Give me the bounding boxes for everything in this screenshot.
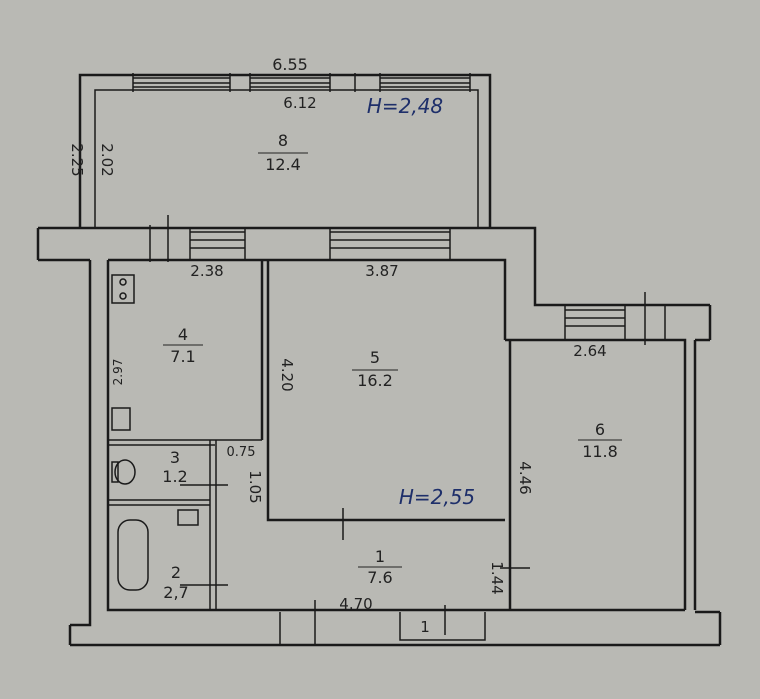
room-5-label: 5 16.2 <box>352 348 398 390</box>
bathtub-icon <box>117 519 149 591</box>
balcony-inner-width: 6.12 <box>283 94 316 112</box>
room-area: 7.6 <box>367 568 392 587</box>
toilet-width: 0.75 <box>227 445 256 460</box>
room6-depth: 4.46 <box>516 461 534 494</box>
room-4-label: 4 7.1 <box>163 325 203 366</box>
balcony-outer-depth: 2.25 <box>68 143 86 176</box>
room-number: 2 <box>171 563 181 582</box>
room5-width: 3.87 <box>365 262 398 280</box>
sink-icon <box>111 274 135 304</box>
washbasin-icon <box>177 509 199 526</box>
outer-walls <box>36 215 722 647</box>
room5-depth: 4.20 <box>278 358 296 391</box>
room-number: 1 <box>375 547 385 566</box>
interior-walls <box>108 260 530 645</box>
room-number: 6 <box>595 420 605 439</box>
room-3-label: 3 1.2 <box>162 448 187 486</box>
room-1-label: 1 7.6 <box>358 547 402 587</box>
room-area: 2,7 <box>163 583 188 602</box>
hall-width: 4.70 <box>339 595 372 613</box>
room-area: 1.2 <box>162 467 187 486</box>
room-number: 8 <box>278 131 288 150</box>
room4-depth: 2.97 <box>111 359 125 386</box>
toilet-icon <box>111 459 136 485</box>
ceiling-height: H=2,55 <box>399 485 475 509</box>
room-area: 7.1 <box>170 347 195 366</box>
room-number: 4 <box>178 325 188 344</box>
room-area: 12.4 <box>265 155 301 174</box>
room-8-label: 8 12.4 <box>258 131 308 174</box>
room-number: 3 <box>170 448 180 467</box>
room-area: 11.8 <box>582 442 618 461</box>
balcony-ceiling-height: H=2,48 <box>367 94 443 118</box>
balcony-windows <box>132 73 471 92</box>
room-number: 5 <box>370 348 380 367</box>
balcony-outer-width: 6.55 <box>272 55 308 74</box>
room6-width: 2.64 <box>573 342 606 360</box>
hall-depth: 1.05 <box>246 470 264 503</box>
room-2-label: 2 2,7 <box>163 563 188 602</box>
room-area: 16.2 <box>357 371 393 390</box>
entrance-mark: 1 <box>420 618 430 636</box>
balcony <box>78 73 492 228</box>
hall-side: 1.44 <box>488 561 506 594</box>
room4-width: 2.38 <box>190 262 223 280</box>
balcony-inner-depth: 2.02 <box>98 143 116 176</box>
room-6-label: 6 11.8 <box>578 420 622 461</box>
stove-icon <box>111 407 131 431</box>
windows <box>149 215 666 345</box>
